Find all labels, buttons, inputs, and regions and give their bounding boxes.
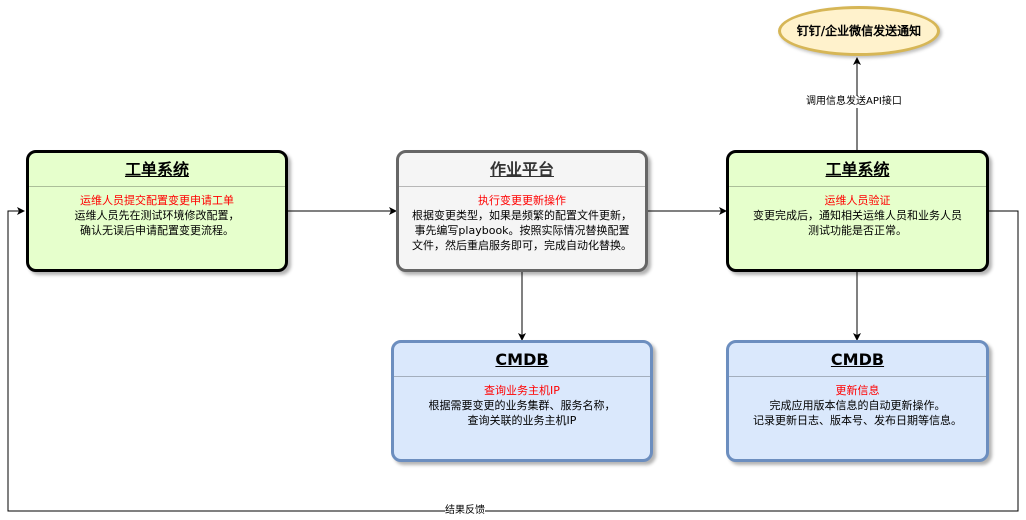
ticket-system-left-title: 工单系统 (29, 153, 285, 187)
notify-node: 钉钉/企业微信发送通知 (778, 6, 940, 56)
cmdb-left-text: 根据需要变更的业务集群、服务名称， 查询关联的业务主机IP (428, 399, 616, 427)
ticket-system-left-subtitle: 运维人员提交配置变更申请工单 (80, 194, 234, 207)
edge-label-feedback: 结果反馈 (445, 505, 485, 517)
ticket-system-right-subtitle: 运维人员验证 (824, 194, 891, 207)
edge-feedback-loop (7, 207, 1019, 512)
ticket-system-right-node: 工单系统 运维人员验证 变更完成后，通知相关运维人员和业务人员 测试功能是否正常… (726, 150, 989, 272)
job-platform-subtitle: 执行变更更新操作 (478, 194, 566, 207)
cmdb-left-node: CMDB 查询业务主机IP 根据需要变更的业务集群、服务名称， 查询关联的业务主… (391, 340, 653, 462)
cmdb-left-title: CMDB (394, 343, 650, 377)
ticket-system-left-text: 运维人员先在测试环境修改配置， 确认无误后申请配置变更流程。 (74, 209, 240, 237)
ticket-system-right-text: 变更完成后，通知相关运维人员和业务人员 测试功能是否正常。 (753, 209, 962, 237)
cmdb-left-subtitle: 查询业务主机IP (484, 384, 560, 397)
ticket-system-right-title: 工单系统 (729, 153, 986, 187)
job-platform-text: 根据变更类型，如果是频繁的配置文件更新， 事先编写playbook。按照实际情况… (412, 209, 632, 252)
cmdb-right-title: CMDB (729, 343, 986, 377)
edge-label-notify-api: 调用信息发送API接口 (806, 96, 902, 108)
cmdb-right-subtitle: 更新信息 (835, 384, 880, 397)
job-platform-node: 作业平台 执行变更更新操作 根据变更类型，如果是频繁的配置文件更新， 事先编写p… (396, 150, 648, 272)
job-platform-title: 作业平台 (399, 153, 645, 187)
cmdb-right-text: 完成应用版本信息的自动更新操作。 记录更新日志、版本号、发布日期等信息。 (753, 399, 962, 427)
ticket-system-left-node: 工单系统 运维人员提交配置变更申请工单 运维人员先在测试环境修改配置， 确认无误… (26, 150, 288, 272)
cmdb-right-node: CMDB 更新信息 完成应用版本信息的自动更新操作。 记录更新日志、版本号、发布… (726, 340, 989, 462)
notify-label: 钉钉/企业微信发送通知 (796, 24, 922, 38)
